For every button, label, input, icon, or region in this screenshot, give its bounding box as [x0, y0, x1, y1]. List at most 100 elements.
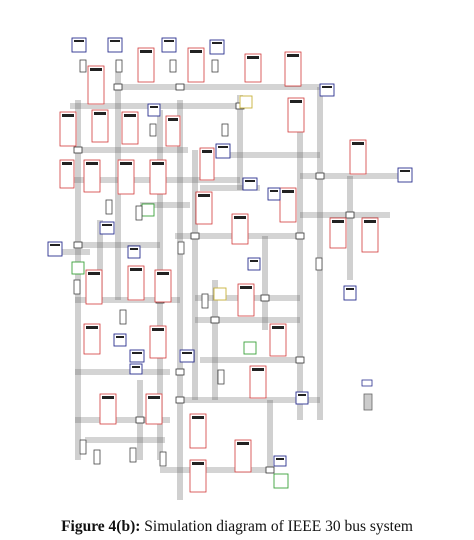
scope-block — [295, 391, 309, 405]
block-header — [352, 142, 364, 145]
breaker-glyph — [177, 241, 185, 255]
load-block — [87, 65, 105, 105]
breaker-glyph — [115, 59, 123, 73]
load-block — [195, 191, 213, 225]
block-header — [298, 394, 306, 396]
breaker-glyph — [129, 447, 137, 463]
block-header — [400, 170, 410, 172]
junction-block — [295, 356, 305, 364]
block-header — [237, 442, 249, 445]
load-block — [121, 111, 139, 145]
breaker-glyph — [73, 279, 81, 295]
block-header — [150, 106, 158, 108]
load-block — [187, 47, 205, 83]
block-header — [198, 194, 210, 197]
block-header — [322, 86, 332, 88]
load-block — [137, 47, 155, 83]
load-block — [249, 365, 267, 399]
breaker-glyph — [211, 59, 219, 73]
wire-layer — [60, 62, 410, 500]
load-block — [59, 111, 77, 147]
block-header — [245, 180, 255, 182]
breaker-glyph — [135, 205, 143, 221]
block-header — [90, 68, 102, 71]
block-header — [290, 100, 302, 103]
block-header — [192, 462, 204, 465]
block-header — [234, 216, 246, 219]
scope-block — [99, 221, 115, 235]
block-header — [88, 272, 100, 275]
block-header — [247, 56, 259, 59]
scope-block — [319, 83, 335, 97]
load-block — [234, 439, 252, 473]
block-header — [148, 396, 160, 399]
load-block — [145, 393, 163, 425]
block-header — [282, 190, 294, 193]
load-block — [83, 159, 101, 193]
block-header — [124, 114, 136, 117]
block-header — [116, 336, 124, 338]
block-header — [132, 366, 140, 368]
block-header — [120, 162, 132, 165]
block-header — [86, 162, 98, 165]
caption-label: Figure 4(b): — [61, 518, 141, 535]
block-header — [130, 248, 138, 250]
breaker-glyph — [105, 199, 113, 215]
breaker-glyph — [159, 451, 167, 467]
scope-block — [179, 349, 195, 363]
block-header — [130, 268, 142, 271]
scope-block — [129, 349, 145, 363]
junction-block — [175, 368, 185, 376]
load-block — [91, 109, 109, 143]
breaker-glyph — [201, 293, 209, 309]
scope-block — [127, 245, 141, 259]
load-block — [284, 51, 302, 87]
block-layer — [47, 37, 413, 493]
block-header — [192, 416, 204, 419]
block-header — [190, 50, 202, 53]
block-header — [62, 114, 74, 117]
load-block — [59, 159, 75, 189]
load-block — [99, 393, 117, 425]
load-block — [85, 269, 103, 305]
scope-block — [267, 187, 281, 201]
legend-block — [361, 379, 373, 387]
block-header — [132, 352, 142, 354]
powergui-block — [363, 393, 373, 411]
load-block — [279, 187, 297, 223]
load-block — [189, 459, 207, 493]
junction-block — [315, 172, 325, 180]
block-header — [287, 54, 299, 57]
load-block — [231, 213, 249, 245]
block-header — [62, 162, 72, 165]
load-block — [237, 283, 255, 317]
junction-block — [265, 466, 275, 474]
block-header — [94, 112, 106, 115]
block-header — [270, 190, 278, 192]
scope-block — [247, 257, 261, 271]
block-header — [157, 272, 169, 275]
load-block — [361, 217, 379, 253]
block-header — [364, 220, 376, 223]
breaker-glyph — [221, 123, 229, 137]
load-block — [83, 323, 101, 355]
breaker-block — [239, 95, 253, 109]
junction-block — [260, 294, 270, 302]
scope-block — [113, 333, 127, 347]
source-block — [273, 473, 289, 489]
block-header — [86, 326, 98, 329]
scope-block — [273, 455, 287, 467]
load-block — [149, 159, 167, 195]
block-header — [152, 162, 164, 165]
junction-block — [73, 241, 83, 249]
breaker-glyph — [169, 59, 177, 73]
block-header — [250, 260, 258, 262]
block-header — [252, 368, 264, 371]
block-header — [102, 224, 112, 226]
scope-block — [147, 103, 161, 117]
junction-block — [175, 83, 185, 91]
simulation-diagram — [47, 37, 413, 500]
block-header — [164, 40, 174, 42]
load-block — [269, 323, 287, 357]
block-header — [218, 146, 228, 148]
